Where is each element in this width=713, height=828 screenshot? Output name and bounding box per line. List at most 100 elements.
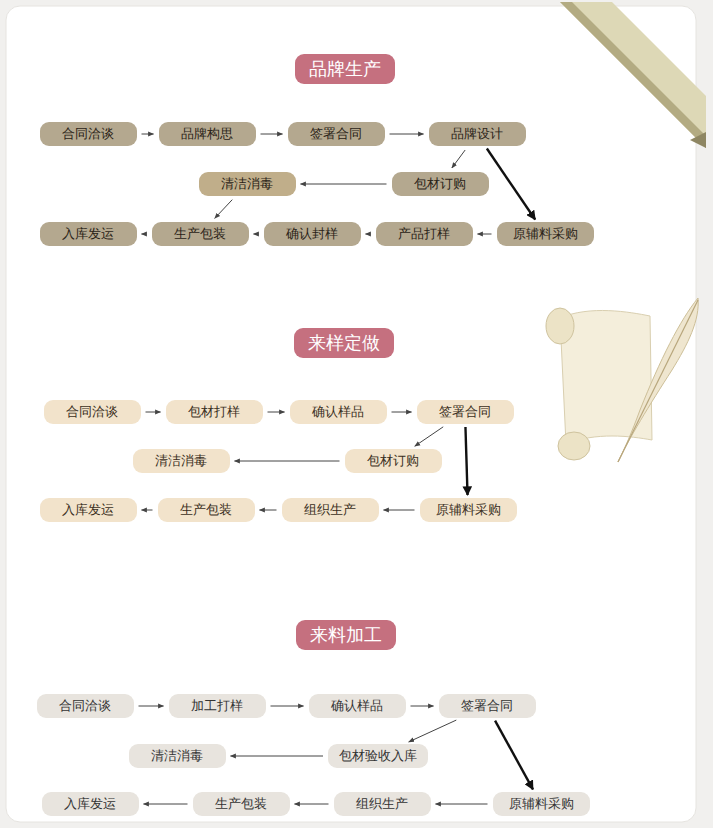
flow-arrow xyxy=(142,234,147,235)
flow-arrow xyxy=(295,804,329,805)
node-text: 包材验收入库 xyxy=(339,748,417,764)
node-text: 入库发运 xyxy=(64,796,116,812)
process-box: 合同洽谈 xyxy=(44,400,141,424)
flow-arrow xyxy=(235,461,340,462)
process-box: 合同洽谈 xyxy=(40,122,137,146)
flow-arrow xyxy=(301,184,387,185)
node-text: 签署合同 xyxy=(439,404,491,420)
node-text: 确认样品 xyxy=(312,404,364,420)
flow-arrow xyxy=(254,234,259,235)
flow-arrow xyxy=(452,150,465,168)
section-title: 来样定做 xyxy=(294,328,394,358)
process-box: 清洁消毒 xyxy=(199,172,296,196)
node-text: 包材订购 xyxy=(367,453,419,469)
process-box: 生产包装 xyxy=(152,222,249,246)
node-text: 确认样品 xyxy=(331,698,383,714)
process-box: 确认样品 xyxy=(309,694,406,718)
process-box: 签署合同 xyxy=(288,122,385,146)
flow-arrow xyxy=(415,427,443,446)
node-text: 入库发运 xyxy=(62,502,114,518)
node-text: 组织生产 xyxy=(304,502,356,518)
process-box: 产品打样 xyxy=(376,222,473,246)
flow-arrow xyxy=(260,510,277,511)
node-text: 来料加工 xyxy=(310,624,382,646)
node-text: 清洁消毒 xyxy=(221,176,273,192)
node-text: 合同洽谈 xyxy=(59,698,111,714)
bold-arrow xyxy=(487,148,535,219)
node-text: 生产包装 xyxy=(215,796,267,812)
flow-arrow xyxy=(271,706,304,707)
section-title: 来料加工 xyxy=(296,620,396,650)
process-box: 入库发运 xyxy=(40,498,137,522)
flow-arrow xyxy=(142,134,154,135)
node-text: 合同洽谈 xyxy=(66,404,118,420)
section-title: 品牌生产 xyxy=(295,54,395,84)
node-text: 确认封样 xyxy=(286,226,338,242)
node-text: 入库发运 xyxy=(62,226,114,242)
node-text: 签署合同 xyxy=(461,698,513,714)
flow-arrow xyxy=(142,510,153,511)
process-box: 包材订购 xyxy=(392,172,489,196)
process-box: 签署合同 xyxy=(439,694,536,718)
process-box: 入库发运 xyxy=(40,222,137,246)
ribbon xyxy=(560,2,706,148)
flow-arrow xyxy=(146,412,161,413)
node-text: 清洁消毒 xyxy=(151,748,203,764)
scroll-roll-bottom xyxy=(558,432,590,460)
flow-arrow xyxy=(411,706,434,707)
ribbon-fold xyxy=(690,132,706,148)
process-box: 原辅料采购 xyxy=(420,498,517,522)
flow-arrow xyxy=(478,234,492,235)
process-box: 包材打样 xyxy=(166,400,263,424)
flow-arrow xyxy=(409,720,457,742)
process-box: 组织生产 xyxy=(282,498,379,522)
scroll-roll-top xyxy=(546,308,574,344)
feather-quill xyxy=(618,300,698,462)
bold-arrow xyxy=(465,427,467,495)
scroll-illustration xyxy=(546,298,698,462)
node-text: 原辅料采购 xyxy=(436,502,501,518)
process-box: 清洁消毒 xyxy=(133,449,230,473)
node-text: 原辅料采购 xyxy=(509,796,574,812)
node-text: 原辅料采购 xyxy=(513,226,578,242)
node-text: 品牌生产 xyxy=(309,58,381,80)
process-box: 清洁消毒 xyxy=(129,744,226,768)
process-box: 品牌设计 xyxy=(429,122,526,146)
process-box: 包材订购 xyxy=(345,449,442,473)
flow-arrow xyxy=(436,804,488,805)
flow-arrow xyxy=(366,234,371,235)
process-box: 确认封样 xyxy=(264,222,361,246)
node-text: 来样定做 xyxy=(308,332,380,354)
flow-arrow xyxy=(144,804,188,805)
process-box: 组织生产 xyxy=(334,792,431,816)
node-text: 品牌设计 xyxy=(451,126,503,142)
process-box: 合同洽谈 xyxy=(37,694,134,718)
bold-arrow xyxy=(495,721,533,790)
card xyxy=(6,6,696,822)
flow-arrow xyxy=(392,412,412,413)
node-text: 生产包装 xyxy=(180,502,232,518)
flow-arrow xyxy=(384,510,415,511)
process-box: 生产包装 xyxy=(158,498,255,522)
flow-arrow xyxy=(231,756,324,757)
process-box: 确认样品 xyxy=(290,400,387,424)
flow-arrow xyxy=(215,200,233,219)
node-text: 品牌构思 xyxy=(181,126,233,142)
node-text: 清洁消毒 xyxy=(155,453,207,469)
node-text: 加工打样 xyxy=(191,698,243,714)
node-text: 产品打样 xyxy=(398,226,450,242)
node-text: 组织生产 xyxy=(356,796,408,812)
process-box: 品牌构思 xyxy=(159,122,256,146)
process-box: 签署合同 xyxy=(417,400,514,424)
node-text: 签署合同 xyxy=(310,126,362,142)
flow-arrow xyxy=(268,412,285,413)
node-text: 包材打样 xyxy=(188,404,240,420)
process-box: 原辅料采购 xyxy=(493,792,590,816)
process-box: 入库发运 xyxy=(42,792,139,816)
process-box: 加工打样 xyxy=(169,694,266,718)
feather xyxy=(618,298,698,462)
process-box: 包材验收入库 xyxy=(328,744,428,768)
flow-arrow xyxy=(139,706,164,707)
